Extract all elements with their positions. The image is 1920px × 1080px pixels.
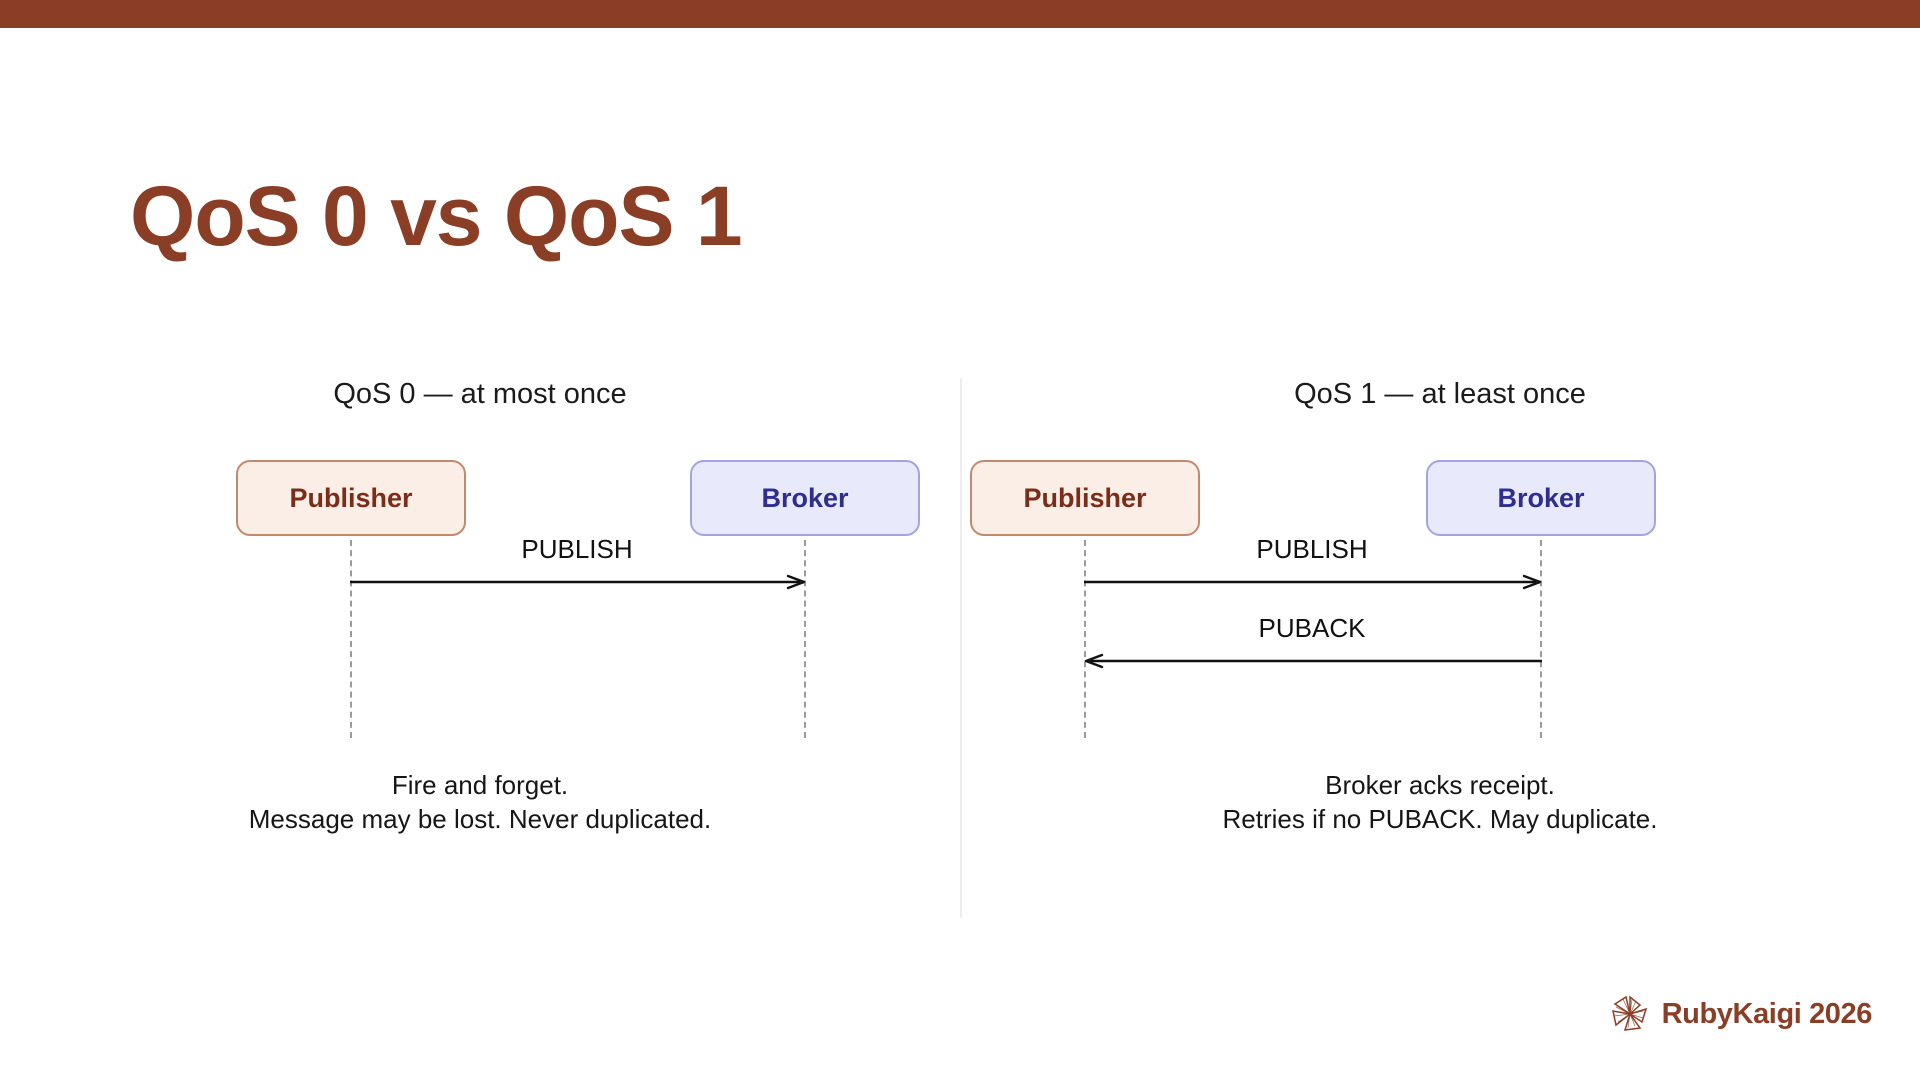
actor-publisher-qos0[interactable]: Publisher	[236, 460, 466, 536]
actor-broker-qos1-label: Broker	[1497, 482, 1585, 513]
caption-qos0: Fire and forget. Message may be lost. Ne…	[0, 768, 960, 837]
footer-brand: RubyKaigi 2026	[1610, 994, 1872, 1034]
panel-qos0: QoS 0 — at most once Publisher Broker PU…	[0, 360, 960, 920]
caption-qos0-line1: Fire and forget.	[391, 770, 569, 800]
top-accent-bar	[0, 0, 1920, 28]
brand-label: RubyKaigi 2026	[1661, 997, 1873, 1030]
message-arrow-publish-qos1	[1084, 574, 1542, 590]
message-label-publish-qos1: PUBLISH	[1256, 534, 1368, 564]
lifeline-broker-qos1	[1540, 540, 1542, 738]
comparison-panels: QoS 0 — at most once Publisher Broker PU…	[0, 360, 1920, 920]
sequence-diagram-qos0: Publisher Broker PUBLISH	[0, 360, 960, 920]
panel-qos1-heading: QoS 1 — at least once	[1294, 378, 1586, 410]
actor-broker-qos1[interactable]: Broker	[1426, 460, 1656, 536]
message-arrow-puback-qos1	[1084, 653, 1542, 669]
lifeline-publisher-qos1	[1084, 540, 1086, 738]
panel-divider	[960, 378, 962, 918]
panel-qos1: QoS 1 — at least once Publisher Broker P…	[960, 360, 1920, 920]
caption-qos1-line1: Broker acks receipt.	[1325, 770, 1555, 800]
actor-publisher-qos1-label: Publisher	[1023, 482, 1147, 513]
message-label-puback-qos1: PUBACK	[1258, 613, 1366, 643]
actor-publisher-qos0-label: Publisher	[289, 482, 413, 513]
actor-publisher-qos1[interactable]: Publisher	[970, 460, 1200, 536]
caption-qos1: Broker acks receipt. Retries if no PUBAC…	[960, 768, 1920, 837]
message-label-publish-qos0: PUBLISH	[521, 534, 633, 564]
message-arrow-publish-qos0	[350, 574, 806, 590]
caption-qos0-line2: Message may be lost. Never duplicated.	[248, 804, 712, 835]
panel-qos0-heading: QoS 0 — at most once	[333, 378, 627, 410]
caption-qos1-line2: Retries if no PUBACK. May duplicate.	[1222, 804, 1658, 835]
lifeline-broker-qos0	[804, 540, 806, 738]
actor-broker-qos0[interactable]: Broker	[690, 460, 920, 536]
sequence-diagram-qos1: Publisher Broker PUBLISH PUBACK	[960, 360, 1920, 920]
actor-broker-qos0-label: Broker	[761, 482, 849, 513]
lifeline-publisher-qos0	[350, 540, 352, 738]
page-title: QoS 0 vs QoS 1	[130, 169, 743, 263]
pinwheel-logo-icon	[1610, 994, 1650, 1034]
